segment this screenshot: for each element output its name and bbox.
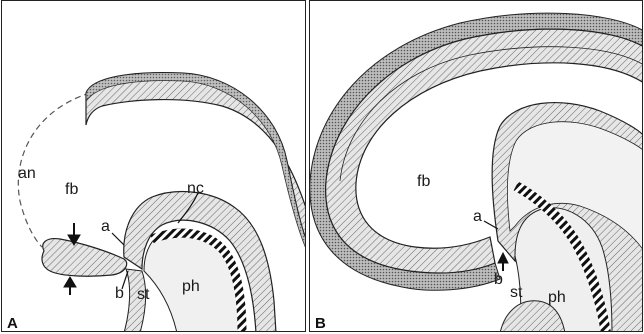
- label-ph: ph: [548, 290, 566, 306]
- label-st: st: [137, 287, 149, 303]
- panel-a-drawing: [2, 1, 306, 332]
- panel-b-drawing: [310, 1, 643, 332]
- label-a: a: [473, 209, 482, 225]
- label-a: a: [101, 219, 110, 235]
- label-fb: fb: [417, 174, 430, 190]
- label-ph: ph: [182, 279, 200, 295]
- b-arrow: [498, 253, 508, 271]
- panel-letter-b: B: [313, 316, 328, 331]
- label-b: b: [494, 272, 503, 288]
- label-nc: nc: [187, 181, 204, 197]
- lower-lip: [42, 239, 127, 277]
- panel-a: an fb nc a b st ph A: [1, 0, 306, 332]
- label-an: an: [18, 166, 36, 182]
- label-b: b: [115, 286, 124, 302]
- label-fb: fb: [65, 182, 78, 198]
- panel-b: fb a b st ph B: [309, 0, 643, 332]
- label-st: st: [510, 285, 522, 301]
- panel-letter-a: A: [5, 316, 20, 331]
